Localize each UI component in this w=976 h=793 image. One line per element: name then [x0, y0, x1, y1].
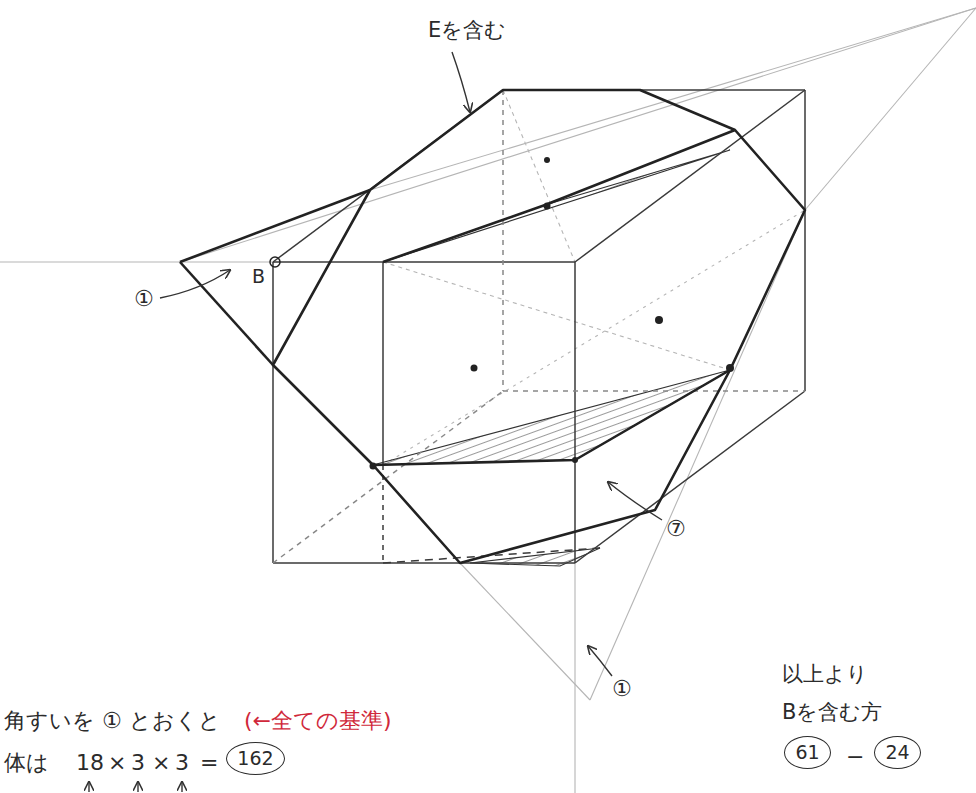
- note-text: (←全ての基準): [244, 708, 392, 733]
- operator: ×: [152, 750, 170, 775]
- note-text: 体は: [4, 750, 49, 775]
- callout-number: ⑦: [666, 516, 686, 541]
- callout-number: ①: [612, 676, 632, 701]
- hatched-face: [373, 150, 730, 566]
- vertex-label: B: [250, 266, 267, 288]
- circled-number: 162: [226, 742, 285, 775]
- center-dot: [370, 157, 735, 470]
- note-text: Bを含む方: [782, 700, 882, 724]
- vertex-mark: [270, 257, 280, 267]
- callout-number: ①: [134, 286, 154, 311]
- operator: =: [200, 750, 218, 775]
- factor-number: 3: [175, 750, 189, 775]
- leader-arrow: [89, 52, 662, 792]
- factor-number: 18: [76, 750, 104, 775]
- note-text: Eを含む: [428, 18, 506, 42]
- circled-number: 24: [874, 736, 921, 769]
- section-outline: [180, 90, 805, 563]
- note-text: 以上より: [782, 662, 868, 686]
- node-text: 61: [795, 743, 819, 762]
- circled-number: 61: [784, 736, 831, 769]
- operator: −: [846, 744, 864, 769]
- node-text: 162: [237, 749, 273, 768]
- node-text: 24: [885, 743, 909, 762]
- operator: ×: [108, 750, 126, 775]
- extension-lines: [0, 8, 976, 793]
- cube-edges: [273, 90, 805, 563]
- factor-number: 3: [131, 750, 145, 775]
- note-text: 角すいを ① とおくと: [4, 708, 221, 733]
